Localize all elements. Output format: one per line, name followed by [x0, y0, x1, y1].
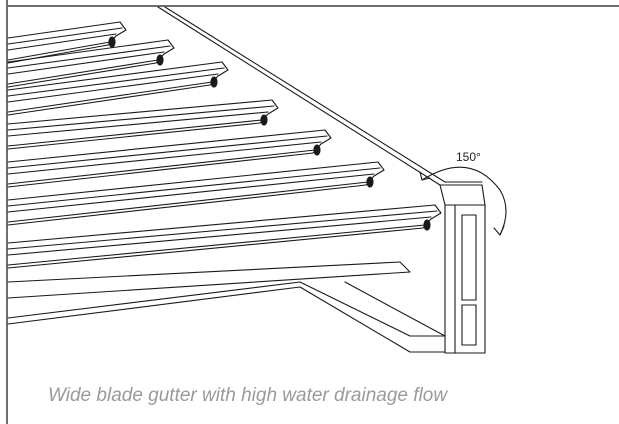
blade-edge	[7, 45, 171, 69]
blade-edge	[7, 41, 111, 61]
blade-edge	[7, 67, 225, 97]
frame-left-border	[6, 0, 8, 424]
louver-blades	[7, 21, 442, 299]
blade-edge	[7, 173, 375, 213]
blade-edge	[7, 73, 219, 103]
blade-edge	[7, 51, 165, 75]
pivot-bracket	[210, 76, 218, 88]
blade-edge	[7, 27, 123, 45]
louver-blade	[7, 99, 279, 150]
pivot-bracket	[423, 219, 431, 231]
blade-edge	[7, 141, 322, 175]
curved-double-arrow-icon	[419, 166, 507, 236]
louver-blade	[7, 129, 332, 188]
blade-edge	[7, 227, 424, 269]
blade-edge	[7, 167, 381, 207]
blade-edge	[7, 129, 326, 163]
blade-edge	[7, 39, 169, 63]
angle-label: 150°	[456, 150, 481, 164]
blade-edge	[7, 81, 213, 113]
blade-edge	[7, 181, 369, 223]
bottom-gutter	[7, 281, 446, 353]
gutter-post	[439, 184, 486, 354]
blade-edge	[7, 21, 121, 39]
blade-edge	[7, 210, 438, 250]
caption: Wide blade gutter with high water draina…	[48, 385, 448, 406]
pivot-bracket	[156, 54, 164, 66]
blade-edge	[7, 216, 432, 256]
louver-blade	[7, 161, 385, 226]
blade-edge	[7, 33, 117, 51]
frame-top-border	[6, 5, 619, 7]
pivot-bracket	[108, 36, 116, 48]
blade-edge	[7, 152, 314, 188]
pivot-bracket	[260, 114, 268, 126]
blade-edge	[7, 111, 269, 137]
blade-edge	[7, 105, 275, 131]
pivot-bracket	[366, 176, 374, 188]
blade-edge	[7, 99, 273, 125]
blade-edge	[7, 224, 426, 266]
blade-edge	[7, 59, 159, 85]
blade-edge	[7, 61, 223, 91]
pivot-bracket	[313, 144, 321, 156]
louver-blade	[7, 21, 127, 64]
gutter-lip	[7, 261, 411, 299]
side-beam	[157, 6, 483, 186]
blade-edge	[7, 122, 261, 150]
blade-edge	[7, 161, 379, 201]
louver-blade	[7, 204, 442, 269]
blade-edge	[7, 84, 211, 116]
louver-blade	[7, 39, 175, 88]
blade-edge	[7, 149, 316, 185]
blade-edge	[7, 135, 328, 169]
blade-edge	[7, 204, 436, 244]
blade-edge	[7, 184, 367, 226]
blade-edge	[7, 62, 157, 88]
louver-blade	[7, 61, 229, 116]
blade-edge	[7, 119, 263, 147]
